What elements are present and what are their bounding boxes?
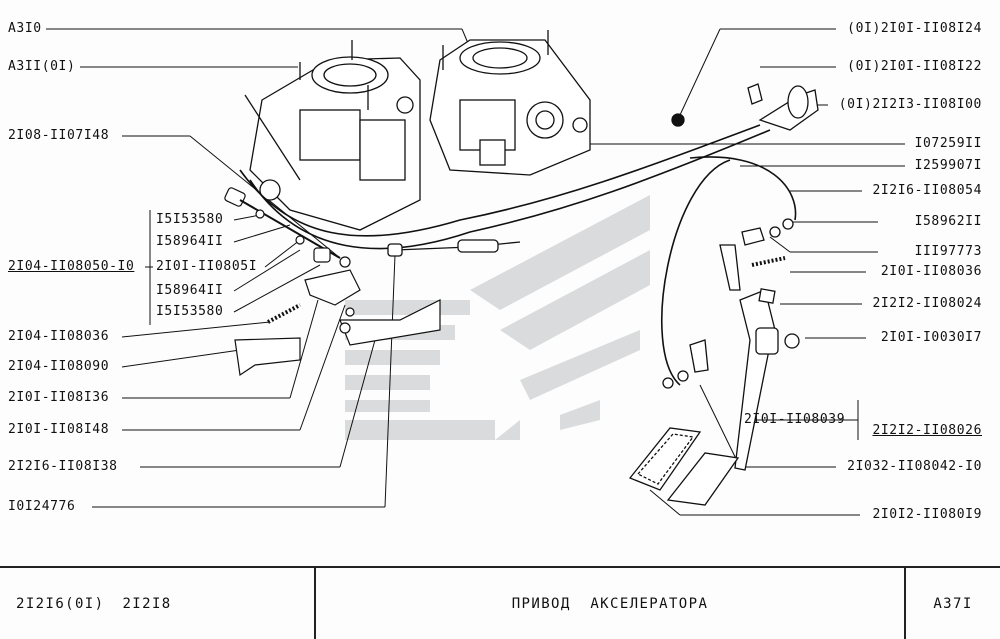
label-2101-1108039: 2I0I-II08039 [744,412,846,427]
label-11197773: III97773 [914,244,982,259]
throttle-cable [239,124,797,386]
title-block-models: 2I2I6(0I) 2I2I8 [0,568,316,639]
label-21212-1108026: 2I2I2-II08026 [872,423,982,438]
title-block-title: ПРИВОД АКСЕЛЕРАТОРА [316,568,906,639]
label-21012-1108019: 2I0I2-II080I9 [872,507,982,522]
left-linkage-parts [224,187,441,377]
carburetor-right [429,30,591,176]
drawing-code: A37I [933,595,973,612]
model-21218: 2I2I8 [122,595,172,612]
watermark-logo [345,195,650,440]
label-01-2101-1108122: (0I)2I0I-II08I22 [847,59,982,74]
label-a311: A3II(0I) [8,59,76,74]
title-block-code: A37I [906,568,1000,639]
right-leader-lines [580,28,905,516]
diagram-drawing [46,28,905,516]
label-2104-1108090: 2I04-II08090 [8,359,110,374]
label-2101-1108148: 2I0I-II08I48 [8,422,110,437]
label-21216-1108054: 2I2I6-II08054 [872,183,982,198]
label-10124776: I0I24776 [8,499,76,514]
title-block: 2I2I6(0I) 2I2I8 ПРИВОД АКСЕЛЕРАТОРА A37I [0,566,1000,639]
pedal-assembly [628,218,800,506]
cable-end-fitting [671,83,819,131]
label-2101-1108136: 2I0I-II08I36 [8,390,110,405]
label-12599071: I259907I [914,158,982,173]
label-15896411-top: I58964II [156,234,224,249]
label-01-21213-1108100: (0I)2I2I3-II08I00 [838,97,982,112]
left-leader-lines [46,28,471,508]
model-21216-01: 2I2I6(0I) [16,595,105,612]
parts-diagram: A3I0 A3II(0I) 2I08-II07I48 I5I53580 I589… [8,21,982,522]
drawing-title: ПРИВОД АКСЕЛЕРАТОРА [511,595,709,612]
label-2101-1108051: 2I0I-II0805I [156,259,258,274]
label-21032-1108042-10: 2I032-II08042-I0 [847,459,982,474]
label-2104-1108050-10: 2I04-II08050-I0 [8,259,135,274]
label-2101-1003017: 2I0I-I0030I7 [880,330,982,345]
label-01-2101-1108124: (0I)2I0I-II08I24 [847,21,982,36]
label-15896411-bottom: I58964II [156,283,224,298]
label-15153580-bottom: I5I53580 [156,304,224,319]
label-2104-1108036: 2I04-II08036 [8,329,110,344]
label-2108-1107148: 2I08-II07I48 [8,128,110,143]
label-15153580-top: I5I53580 [156,212,224,227]
label-21212-1108024: 2I2I2-II08024 [872,296,982,311]
carburetor-left [244,40,421,231]
label-2101-1108036: 2I0I-II08036 [880,264,982,279]
linkage-rod [387,239,521,257]
label-10725911: I07259II [914,136,982,151]
label-21216-1108138: 2I2I6-II08I38 [8,459,118,474]
label-a310: A3I0 [8,21,42,36]
label-15896211: I58962II [914,214,982,229]
